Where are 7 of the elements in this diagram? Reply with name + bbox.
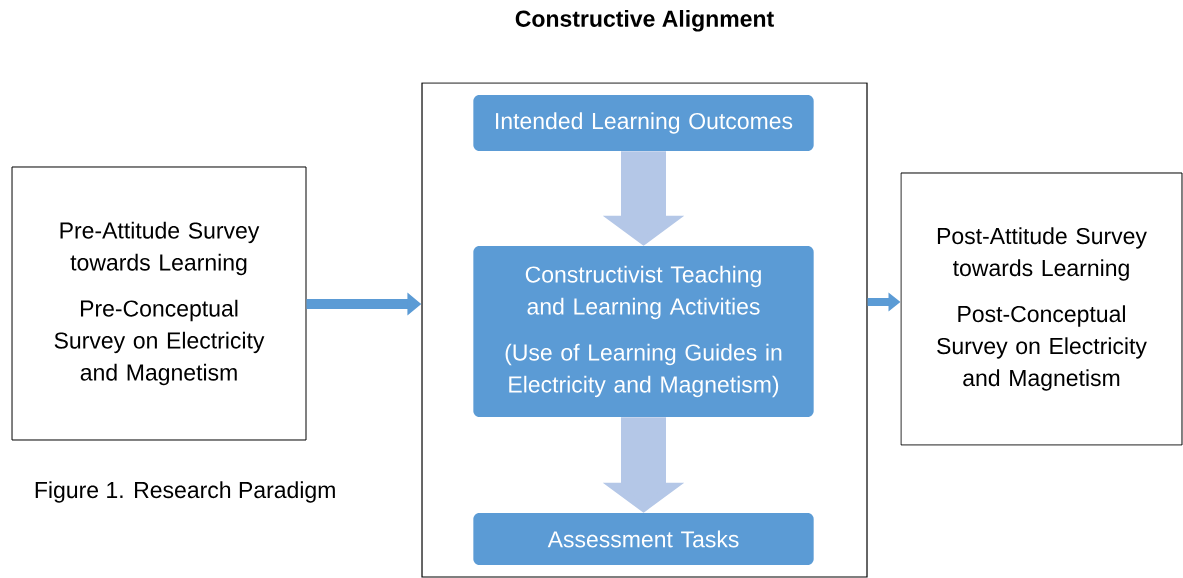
node-label: Constructive Alignment	[515, 9, 774, 32]
survey-box: Pre-Attitude Survey towards Learning Pre-Conceptual Survey on Electricity and Magnetism	[11, 166, 307, 441]
process-box: Constructivist Teaching and Learning Activities (Use of Learning Guides in Electricity and Magnetism)	[473, 246, 814, 417]
process-box: Assessment Tasks	[473, 513, 814, 565]
caption: Figure 1. Research Paradigm	[35, 481, 335, 503]
survey-box: Post-Attitude Survey towards Learning Post-Conceptual Survey on Electricity and Magnetism	[900, 172, 1183, 446]
process-box: Intended Learning Outcomes	[473, 95, 814, 151]
